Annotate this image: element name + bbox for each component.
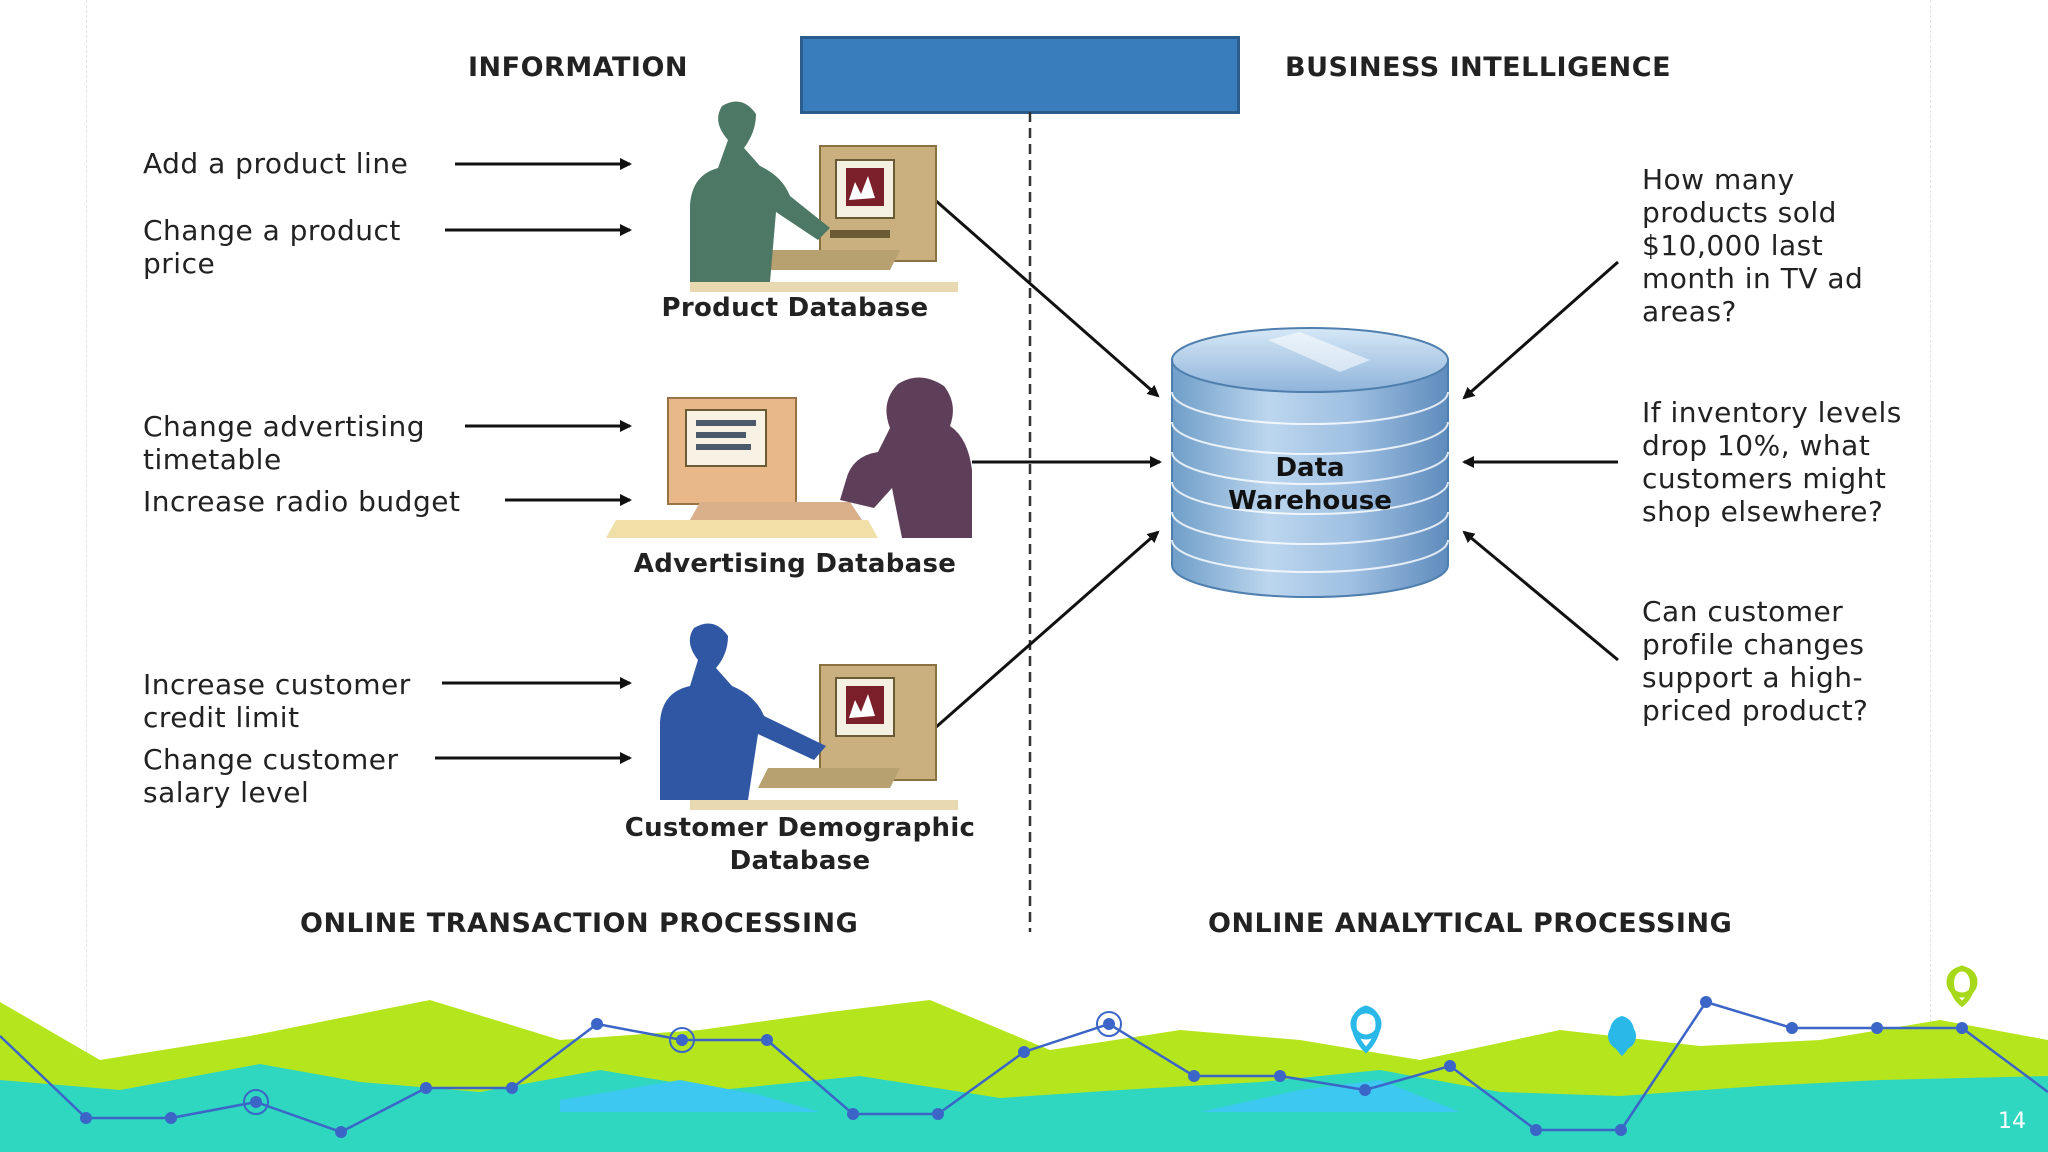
customer-database-icon xyxy=(660,623,958,810)
customer-database-label: Customer Demographic Database xyxy=(624,813,976,876)
input-change-advertising-timetable: Change advertising timetable xyxy=(143,410,425,476)
data-warehouse-label: Data Warehouse xyxy=(1228,453,1392,516)
arrow-question-3 xyxy=(1462,530,1619,662)
arrow-product-to-warehouse xyxy=(934,198,1160,398)
page-number: 14 xyxy=(1998,1109,2026,1134)
guide-line xyxy=(1930,0,1931,1152)
advertising-database-label: Advertising Database xyxy=(633,549,957,579)
question-inventory-drop: If inventory levels drop 10%, what custo… xyxy=(1642,396,1902,528)
title-box xyxy=(800,36,1240,114)
input-change-customer-salary-level: Change customer salary level xyxy=(143,743,399,809)
arrow-question-1 xyxy=(1462,260,1619,400)
olap-label: ONLINE ANALYTICAL PROCESSING xyxy=(1208,908,1733,939)
product-database-icon xyxy=(690,101,958,292)
guide-line xyxy=(86,0,87,1152)
product-database-label: Product Database xyxy=(661,293,929,323)
question-products-sold: How many products sold $10,000 last mont… xyxy=(1642,163,1864,328)
advertising-database-icon xyxy=(606,377,972,538)
input-change-product-price: Change a product price xyxy=(143,214,401,280)
arrow-customer-to-warehouse xyxy=(934,530,1160,730)
input-add-product-line: Add a product line xyxy=(143,147,409,180)
input-increase-radio-budget: Increase radio budget xyxy=(143,485,461,518)
input-increase-customer-credit-limit: Increase customer credit limit xyxy=(143,668,411,734)
footer-decoration xyxy=(0,965,2048,1152)
question-customer-profile: Can customer profile changes support a h… xyxy=(1642,595,1869,727)
business-intelligence-header: BUSINESS INTELLIGENCE xyxy=(1285,52,1672,83)
data-warehouse-cylinder-icon xyxy=(1171,327,1449,598)
oltp-label: ONLINE TRANSACTION PROCESSING xyxy=(300,908,859,939)
information-header: INFORMATION xyxy=(468,52,689,83)
